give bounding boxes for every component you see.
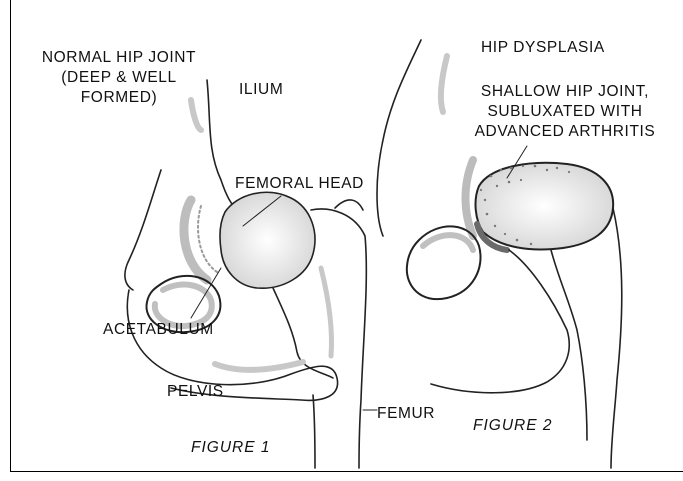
figure2-desc-line1: SHALLOW HIP JOINT, (447, 82, 683, 102)
label-femur: FEMUR (377, 404, 435, 424)
label-femoral-head: FEMORAL HEAD (235, 174, 364, 194)
diagram-frame: NORMAL HIP JOINT (DEEP & WELL FORMED) IL… (10, 0, 683, 472)
trochanter (335, 200, 363, 210)
figure2-caption: FIGURE 2 (473, 416, 552, 436)
figure1-drawing (125, 80, 377, 468)
label-acetabulum: ACETABULUM (103, 320, 214, 340)
figure1-title-line3: FORMED) (31, 88, 207, 108)
femur-shaft-right (311, 209, 366, 468)
label-pelvis: PELVIS (167, 382, 224, 402)
label-ilium: ILIUM (239, 80, 283, 100)
figure2-desc-line2: SUBLUXATED WITH (447, 102, 683, 122)
figure2-desc-line3: ADVANCED ARTHRITIS (447, 122, 683, 142)
figure1-title-line1: NORMAL HIP JOINT (31, 48, 207, 68)
figure2-title: HIP DYSPLASIA (481, 38, 605, 58)
figure1-title: NORMAL HIP JOINT (DEEP & WELL FORMED) (31, 48, 207, 108)
figure1-caption: FIGURE 1 (191, 438, 270, 458)
figure2-description: SHALLOW HIP JOINT, SUBLUXATED WITH ADVAN… (447, 82, 683, 142)
pelvis-outline (127, 290, 337, 400)
figure1-title-line2: (DEEP & WELL (31, 68, 207, 88)
femoral-head2 (476, 163, 614, 250)
ilium2-outline (377, 40, 421, 236)
shallow-cup (466, 160, 474, 236)
ilium-outline-left (125, 170, 161, 290)
acetabulum-cup (184, 200, 207, 280)
